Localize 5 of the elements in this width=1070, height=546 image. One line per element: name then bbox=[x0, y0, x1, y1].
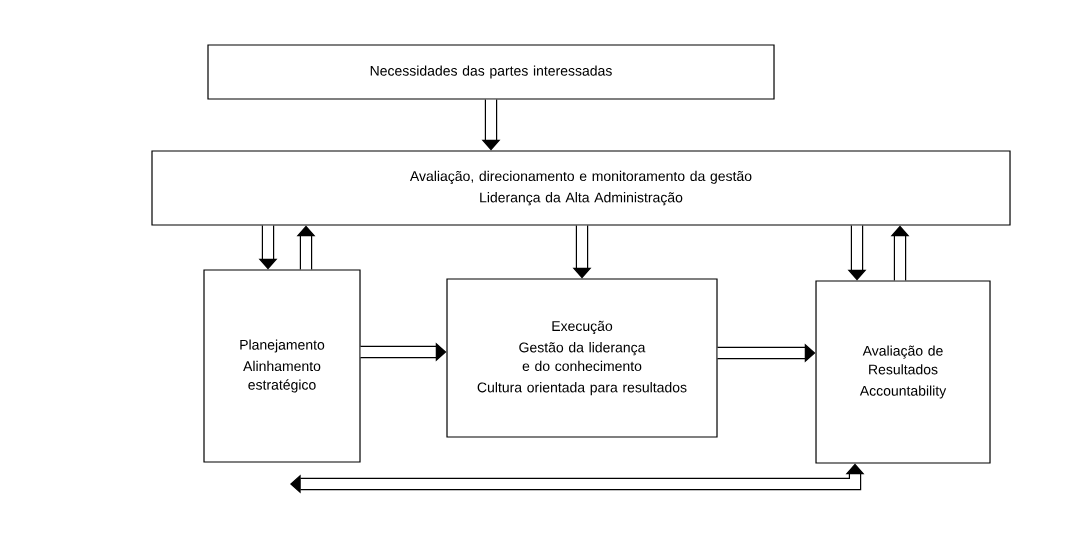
process-box: Avaliação de Resultados Accountability bbox=[815, 280, 991, 464]
process-box: Execução Gestão da liderança e do conhecimento Cultura orientada para resultados bbox=[446, 278, 718, 438]
process-box: Necessidades das partes interessadas bbox=[207, 44, 775, 100]
process-box: Avaliação, direcionamento e monitoramento da gestão Liderança da Alta Administração bbox=[151, 150, 1011, 226]
process-box: Planejamento Alinhamento estratégico bbox=[203, 269, 361, 463]
